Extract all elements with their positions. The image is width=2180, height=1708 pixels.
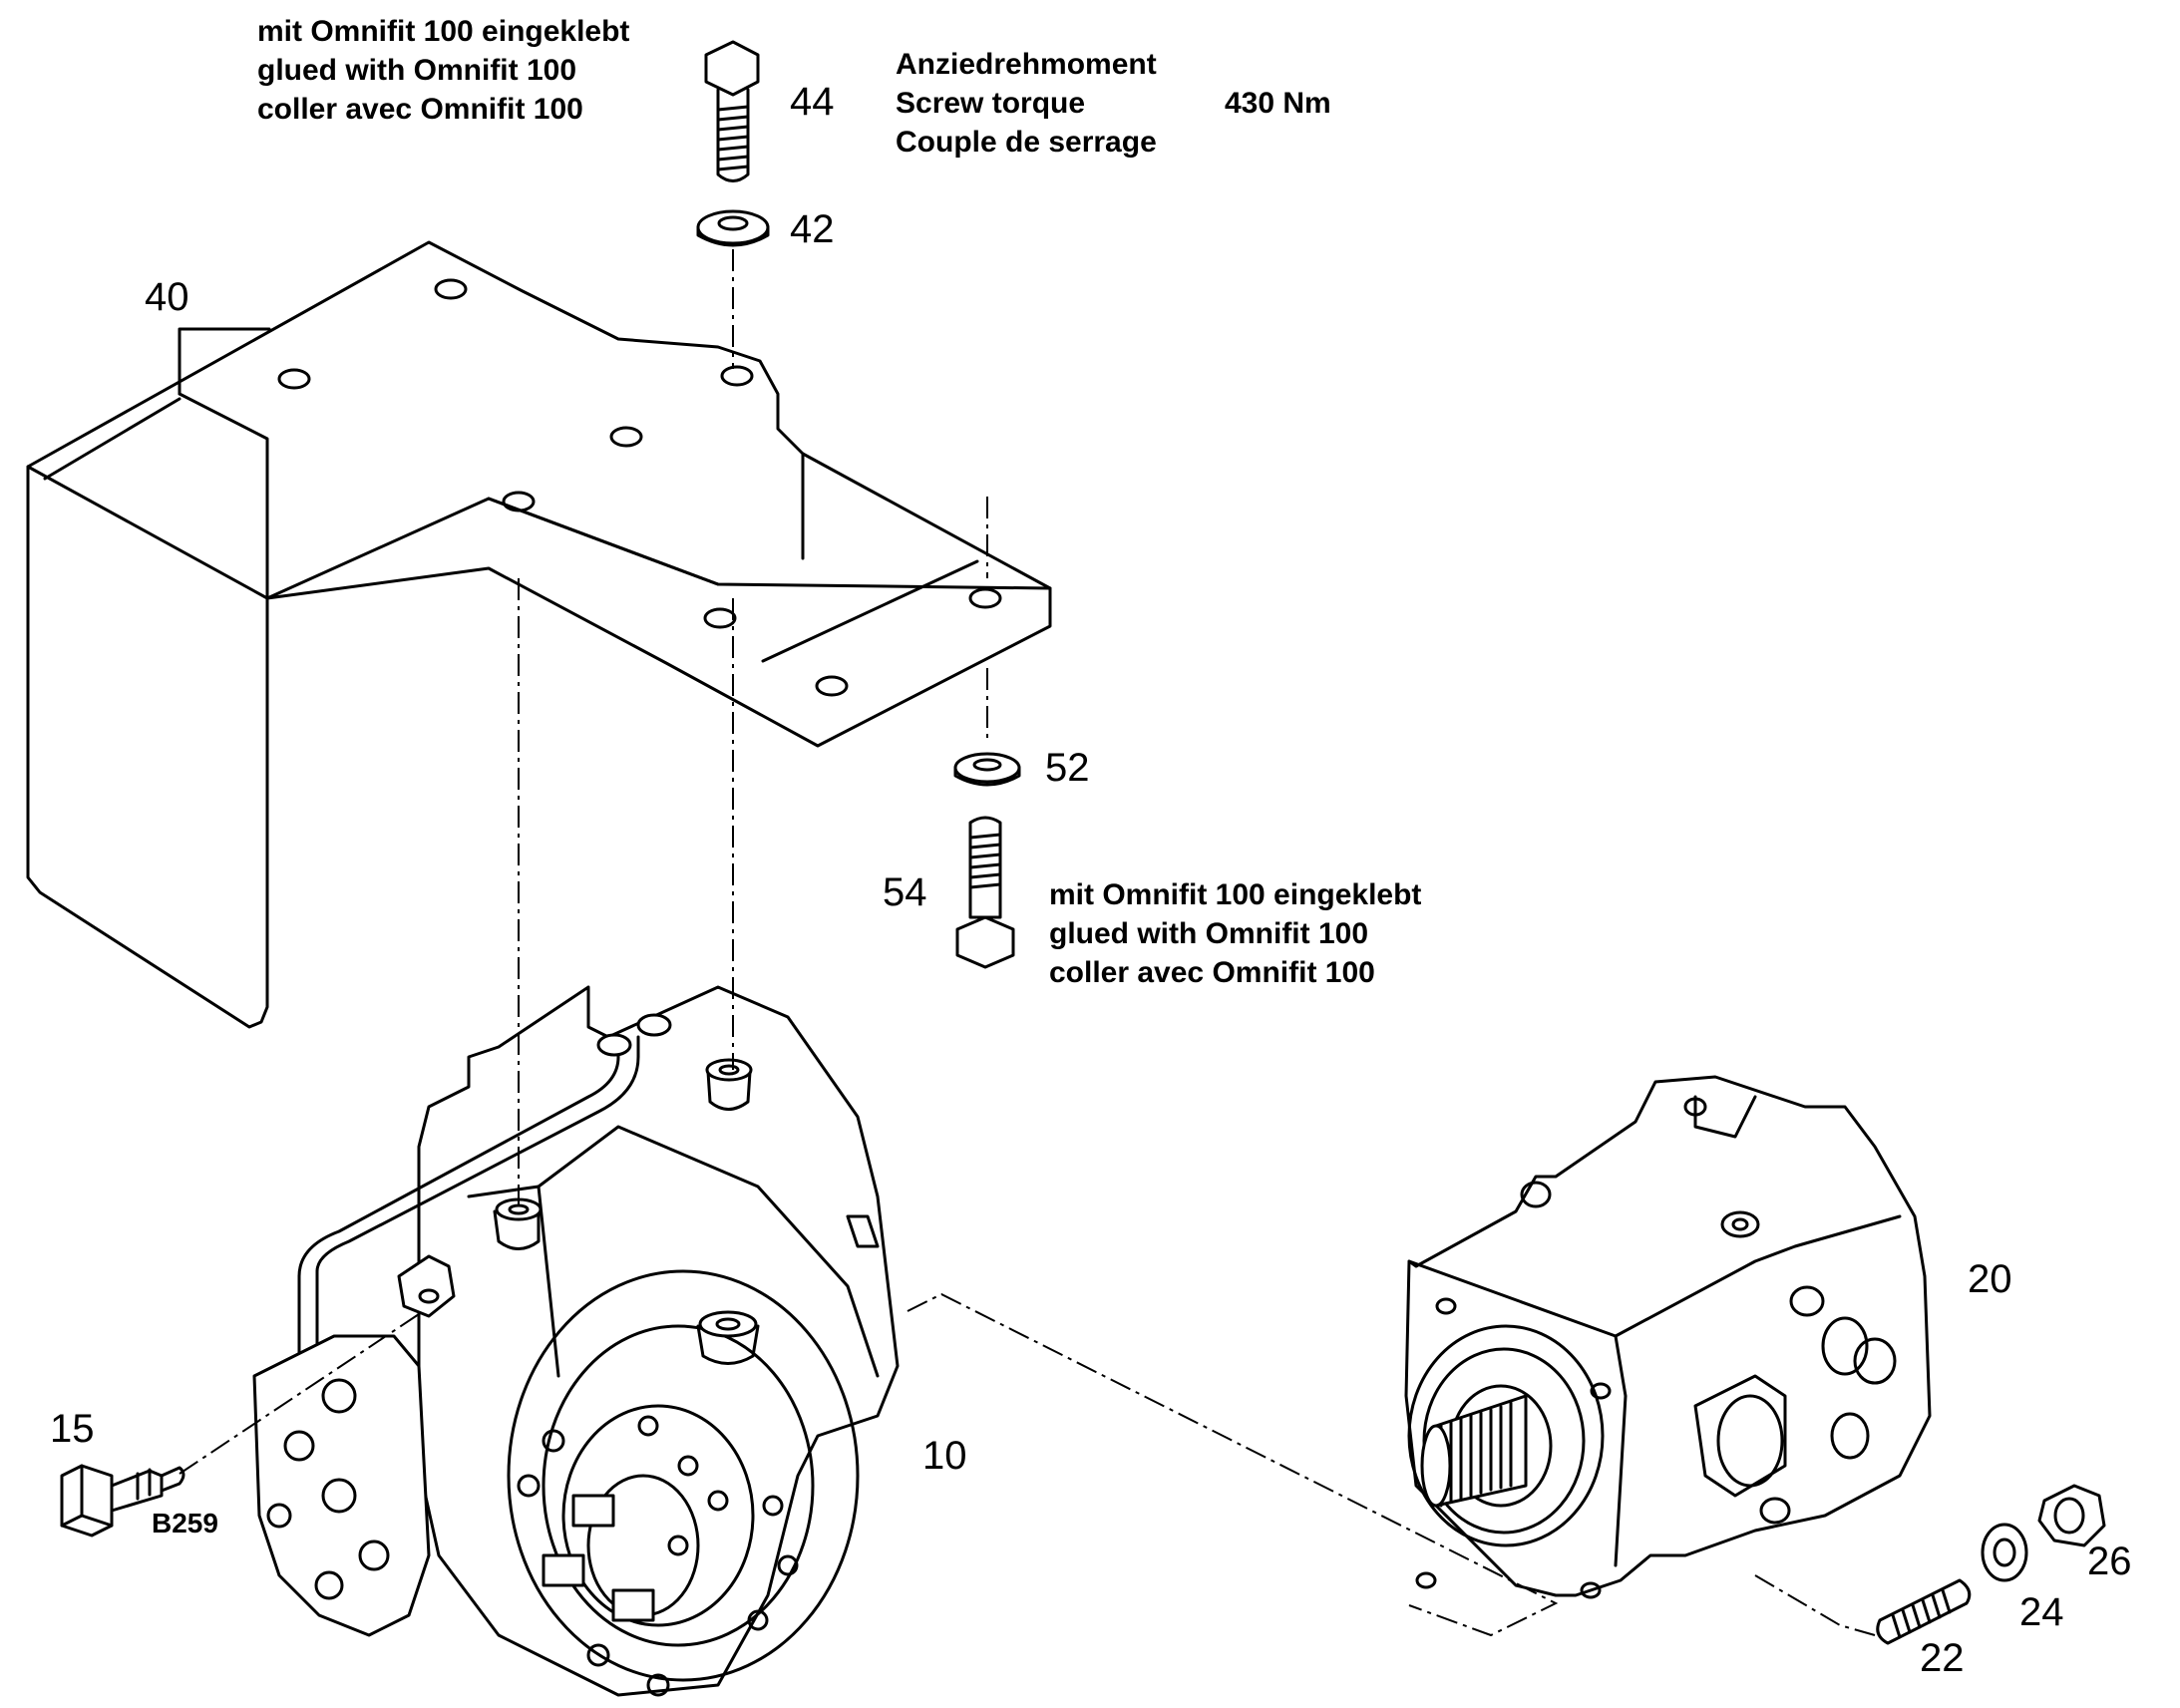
glue-note-top: mit Omnifit 100 eingeklebt glued with Om… [257, 12, 629, 129]
part-label-54: 54 [883, 870, 927, 914]
torque-note-en: Screw torque [896, 87, 1086, 120]
washer-24 [1981, 1523, 2028, 1582]
hydraulic-motor [1404, 1075, 1932, 1599]
bolt-54 [955, 816, 1015, 969]
assembly-lines [179, 249, 1876, 1637]
glue-note-bottom: mit Omnifit 100 eingeklebt glued with Om… [1049, 875, 1421, 992]
glue-note-bottom-en: glued with Omnifit 100 [1049, 917, 1369, 950]
glue-note-bottom-de: mit Omnifit 100 eingeklebt [1049, 878, 1422, 911]
glue-note-top-en: glued with Omnifit 100 [257, 54, 577, 87]
part-label-26: 26 [2087, 1539, 2132, 1583]
stud-22 [1876, 1578, 1972, 1645]
speed-sensor-b259 [60, 1464, 185, 1537]
mounting-bracket [26, 240, 1052, 1029]
torque-note-de: Anziedrehmoment [896, 48, 1157, 81]
nut-26 [2037, 1484, 2106, 1547]
torque-note: Anziedrehmoment Screw torque Couple de s… [896, 45, 1157, 162]
glue-note-top-fr: coller avec Omnifit 100 [257, 93, 583, 126]
glue-note-top-de: mit Omnifit 100 eingeklebt [257, 15, 630, 48]
torque-note-fr: Couple de serrage [896, 126, 1157, 159]
part-label-10: 10 [922, 1434, 967, 1478]
gearbox-assembly [252, 985, 900, 1697]
sensor-code-label: B259 [152, 1508, 218, 1538]
part-label-24: 24 [2019, 1590, 2064, 1634]
bolt-44 [704, 40, 760, 182]
torque-value: 430 Nm [1225, 87, 1331, 120]
washer-52 [953, 752, 1021, 787]
part-label-52: 52 [1045, 746, 1090, 790]
part-label-42: 42 [790, 207, 835, 251]
part-label-15: 15 [50, 1407, 95, 1451]
washer-42 [696, 209, 770, 247]
part-label-20: 20 [1968, 1257, 2012, 1301]
part-label-44: 44 [790, 80, 835, 124]
glue-note-bottom-fr: coller avec Omnifit 100 [1049, 956, 1375, 989]
part-label-22: 22 [1920, 1636, 1965, 1680]
part-label-40: 40 [145, 275, 189, 319]
